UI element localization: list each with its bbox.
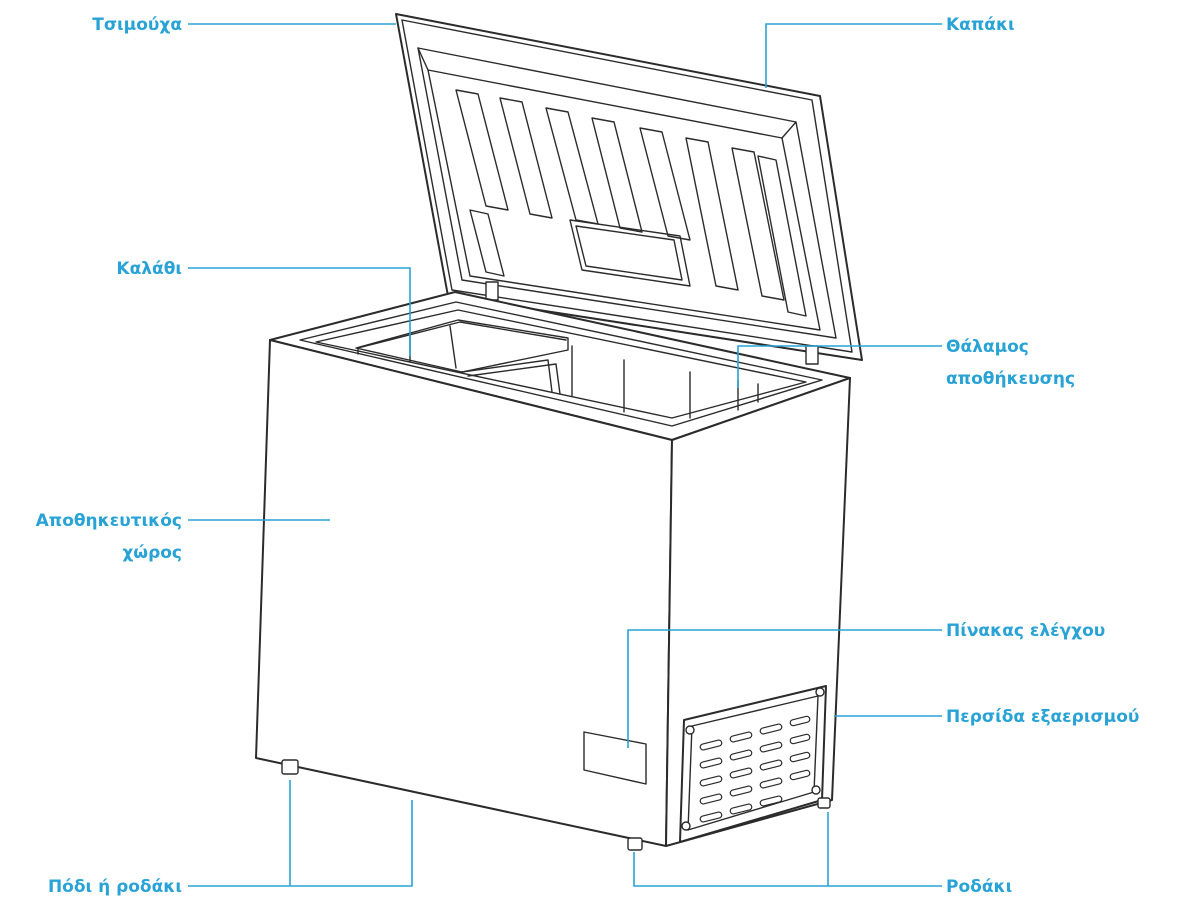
label-wheel: Ροδάκι <box>946 877 1012 897</box>
vent-slots <box>699 715 811 823</box>
lid-drawing <box>395 13 863 365</box>
label-control-panel: Πίνακας ελέγχου <box>946 621 1105 641</box>
control-panel-drawing <box>583 731 647 785</box>
label-chamber-line2: αποθήκευσης <box>946 369 1075 389</box>
label-storage-line2: χώρος <box>122 543 182 563</box>
leader-chamber <box>737 345 942 388</box>
leader-foot-or-wheel <box>188 800 413 887</box>
label-lid: Καπάκι <box>946 15 1015 35</box>
labels: Τσιμούχα Καπάκι Καλάθι Θάλαμος αποθήκευσ… <box>36 15 1140 897</box>
label-foot-or-wheel: Πόδι ή ροδάκι <box>48 877 182 897</box>
label-storage-line1: Αποθηκευτικός <box>36 511 182 531</box>
chest-freezer-illustration <box>255 13 863 851</box>
leader-lid <box>765 23 942 88</box>
leader-control-panel <box>627 629 942 748</box>
feet-drawing <box>281 759 831 851</box>
label-chamber-line1: Θάλαμος <box>946 337 1029 357</box>
label-gasket: Τσιμούχα <box>92 15 182 35</box>
leader-lines <box>188 23 942 887</box>
leader-basket <box>188 267 411 356</box>
vent-grille-drawing <box>679 685 827 843</box>
label-basket: Καλάθι <box>116 259 182 279</box>
leader-wheel <box>633 852 942 887</box>
label-vent-grille: Περσίδα εξαερισμού <box>946 707 1139 727</box>
